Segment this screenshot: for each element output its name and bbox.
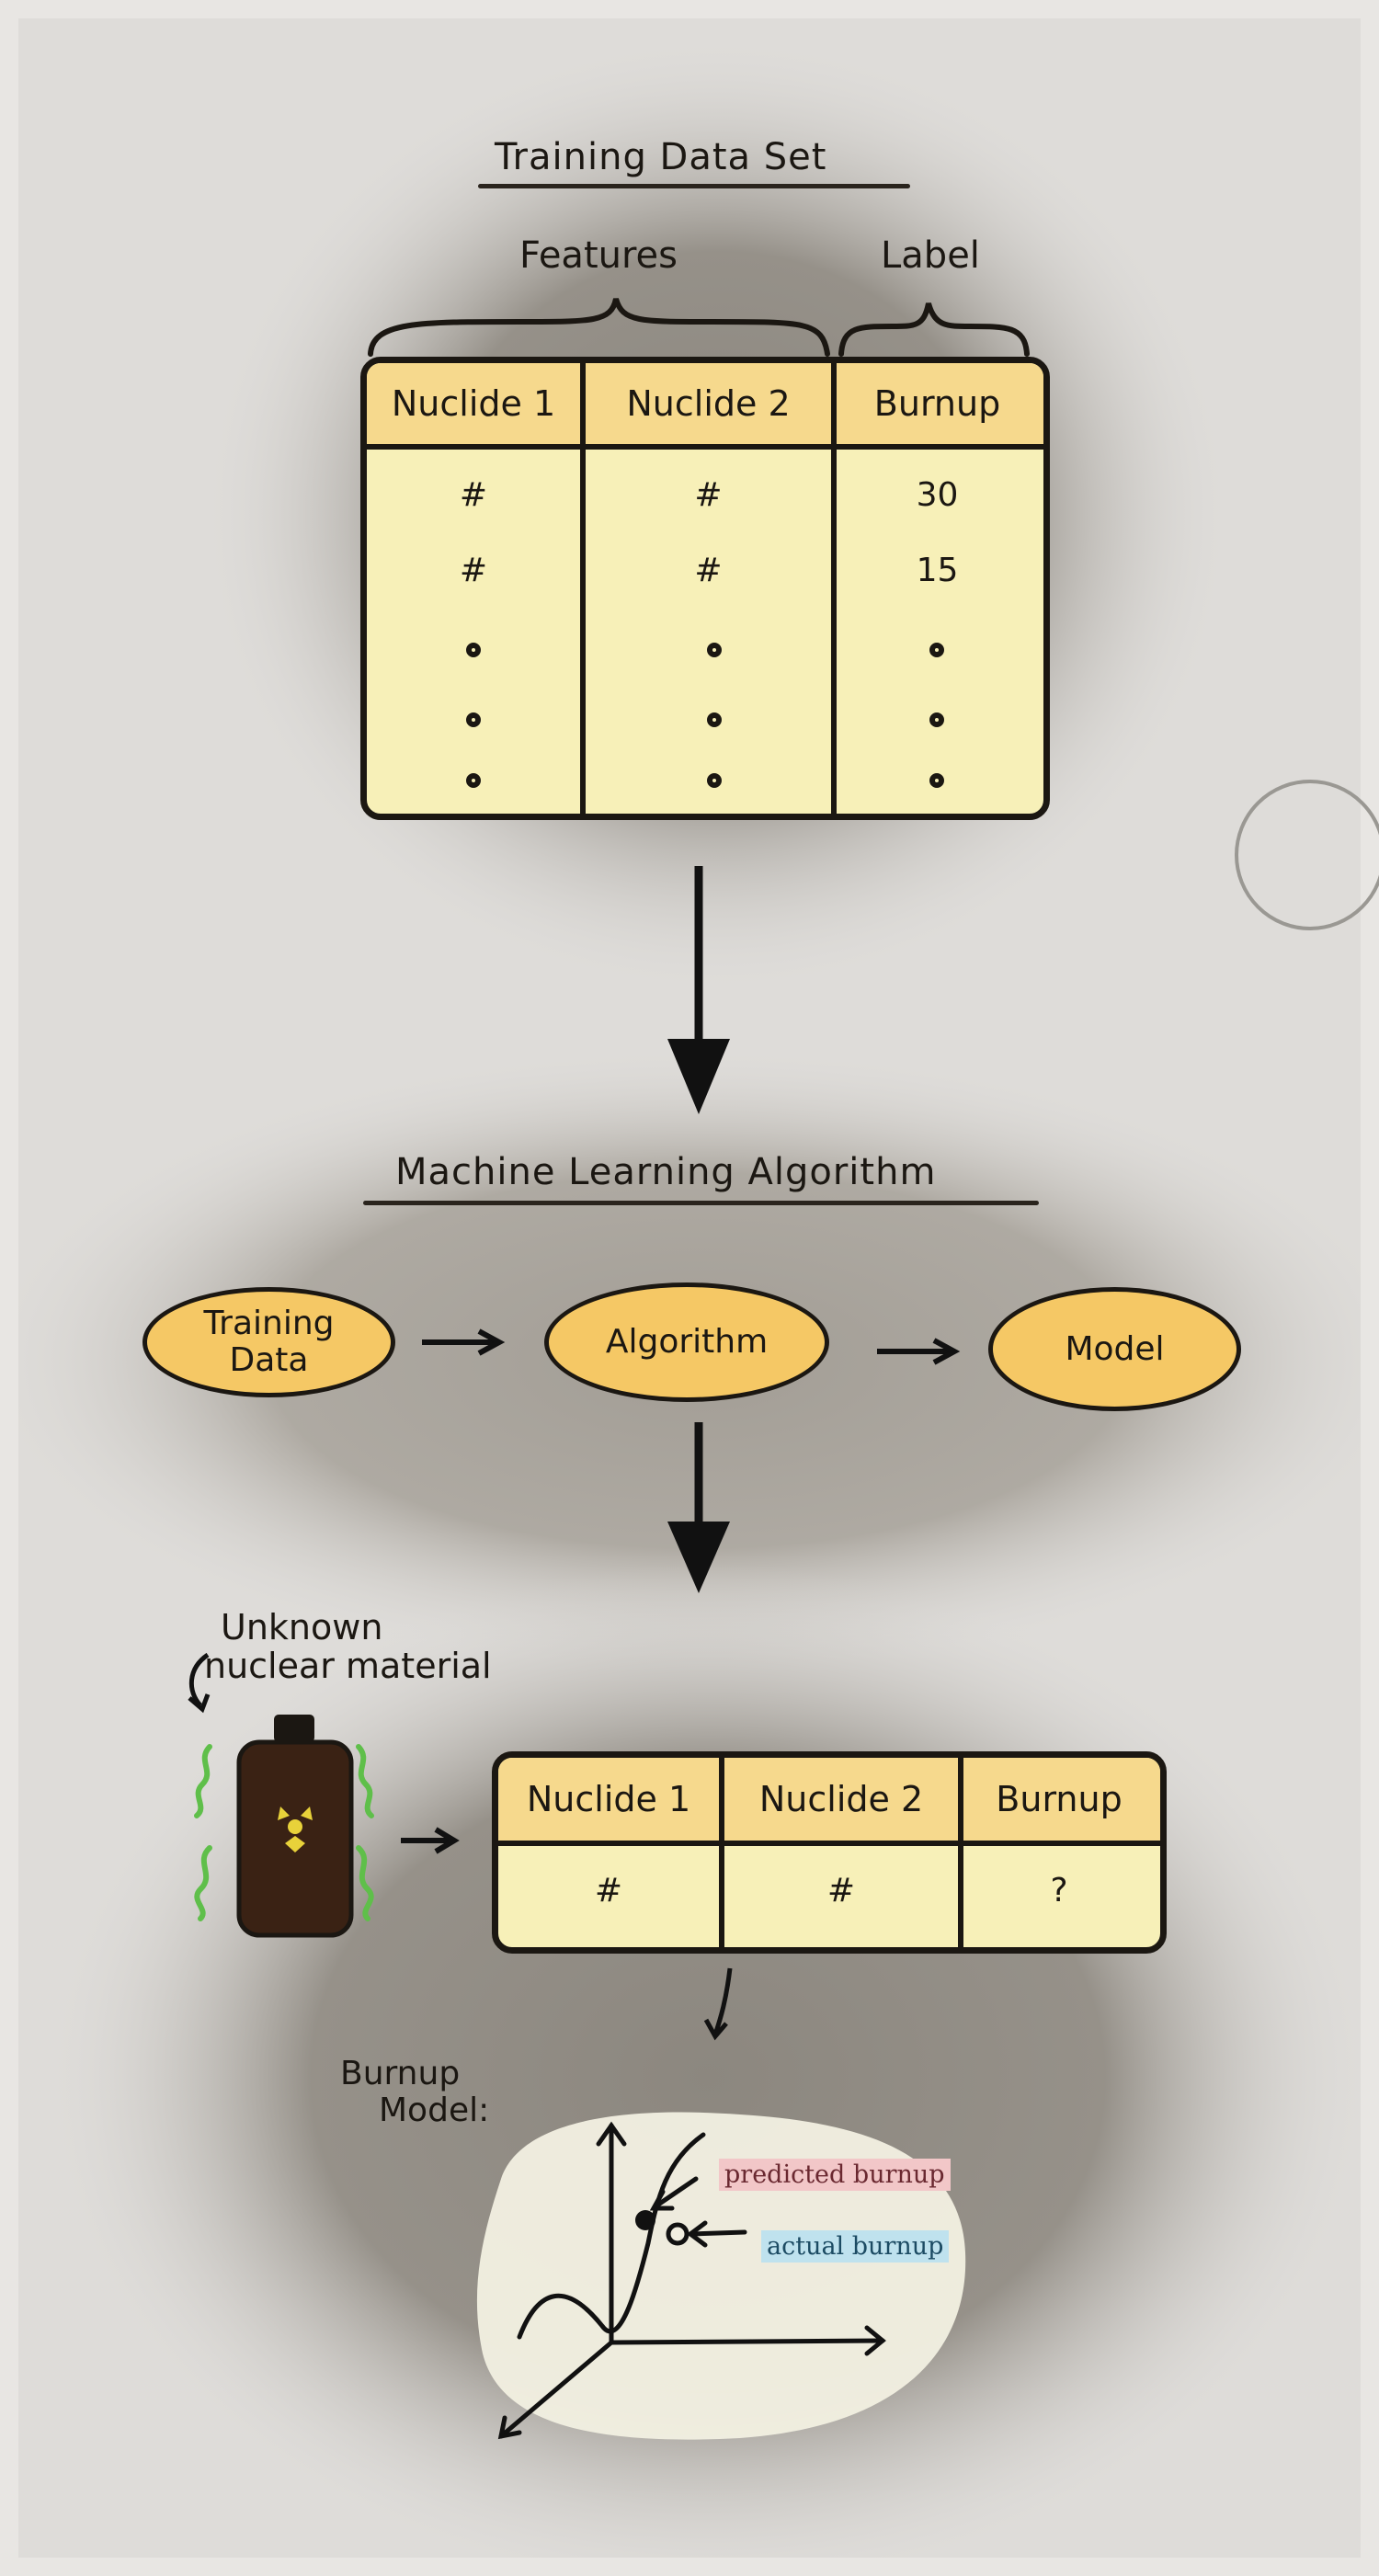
ml-title: Machine Learning Algorithm — [395, 1151, 937, 1193]
table-cell: # — [694, 475, 723, 514]
table-cell: # — [594, 1871, 623, 1909]
header-nuclide-1: Nuclide 1 — [526, 1779, 691, 1819]
right-arrow-icon — [877, 1338, 961, 1365]
model-caption-line1: Burnup — [340, 2055, 461, 2092]
header-burnup: Burnup — [873, 383, 1001, 424]
ellipsis-dot — [707, 712, 722, 727]
actual-point — [666, 2222, 690, 2246]
burnup-model-plot — [476, 2112, 966, 2440]
label-label: Label — [881, 234, 980, 277]
ellipsis-dot — [707, 773, 722, 788]
down-arrow-icon — [667, 866, 730, 1114]
table-cell: # — [459, 475, 488, 514]
right-arrow-icon — [401, 1827, 460, 1854]
pill-algorithm: Algorithm — [544, 1282, 829, 1402]
training-title: Training Data Set — [495, 136, 827, 178]
unknown-table: Nuclide 1 Nuclide 2 Burnup # # ? — [492, 1751, 1167, 1954]
features-label: Features — [519, 234, 678, 277]
header-nuclide-2: Nuclide 2 — [626, 383, 791, 424]
table-cell: ? — [1050, 1871, 1068, 1909]
pill-model: Model — [988, 1287, 1241, 1411]
table-cell: # — [694, 551, 723, 589]
ellipsis-dot — [929, 773, 944, 788]
pill-training-data: Training Data — [142, 1287, 395, 1397]
table-divider — [719, 1758, 724, 1947]
unknown-caption-line2: nuclear material — [204, 1646, 492, 1686]
right-arrow-icon — [422, 1328, 506, 1356]
pill-training-line1: Training — [203, 1305, 335, 1342]
unknown-caption-line1: Unknown — [221, 1607, 383, 1647]
ellipsis-dot — [466, 712, 481, 727]
table-cell: 15 — [916, 551, 959, 589]
ellipsis-dot — [707, 643, 722, 657]
ml-title-underline — [363, 1201, 1039, 1205]
training-table-header — [367, 363, 1043, 450]
curved-arrow-icon — [188, 1652, 211, 1714]
ellipsis-dot — [929, 712, 944, 727]
predicted-point — [635, 2210, 655, 2230]
table-divider — [831, 363, 837, 814]
table-cell: # — [826, 1871, 856, 1909]
header-burnup: Burnup — [996, 1779, 1123, 1819]
feature-label-braces — [368, 298, 1030, 357]
ellipsis-dot — [466, 773, 481, 788]
actual-burnup-label: actual burnup — [761, 2230, 950, 2263]
table-divider — [958, 1758, 963, 1947]
table-cell: # — [459, 551, 488, 589]
table-cell: 30 — [916, 475, 959, 514]
ellipsis-dot — [466, 643, 481, 657]
down-arrow-icon — [667, 1422, 730, 1593]
model-caption-line2: Model: — [379, 2092, 490, 2129]
predicted-burnup-label: predicted burnup — [719, 2159, 951, 2191]
down-arrow-icon — [703, 1967, 733, 2041]
ellipsis-dot — [929, 643, 944, 657]
training-title-underline — [478, 184, 910, 188]
table-divider — [580, 363, 586, 814]
home-button-ring — [1235, 780, 1379, 930]
pill-training-line2: Data — [229, 1341, 309, 1379]
training-table: Nuclide 1 Nuclide 2 Burnup # # 30 # # 15 — [360, 357, 1050, 820]
radioactive-bottle-icon — [194, 1715, 374, 1938]
header-nuclide-1: Nuclide 1 — [391, 383, 556, 424]
header-nuclide-2: Nuclide 2 — [758, 1779, 924, 1819]
unknown-table-header — [498, 1758, 1160, 1846]
